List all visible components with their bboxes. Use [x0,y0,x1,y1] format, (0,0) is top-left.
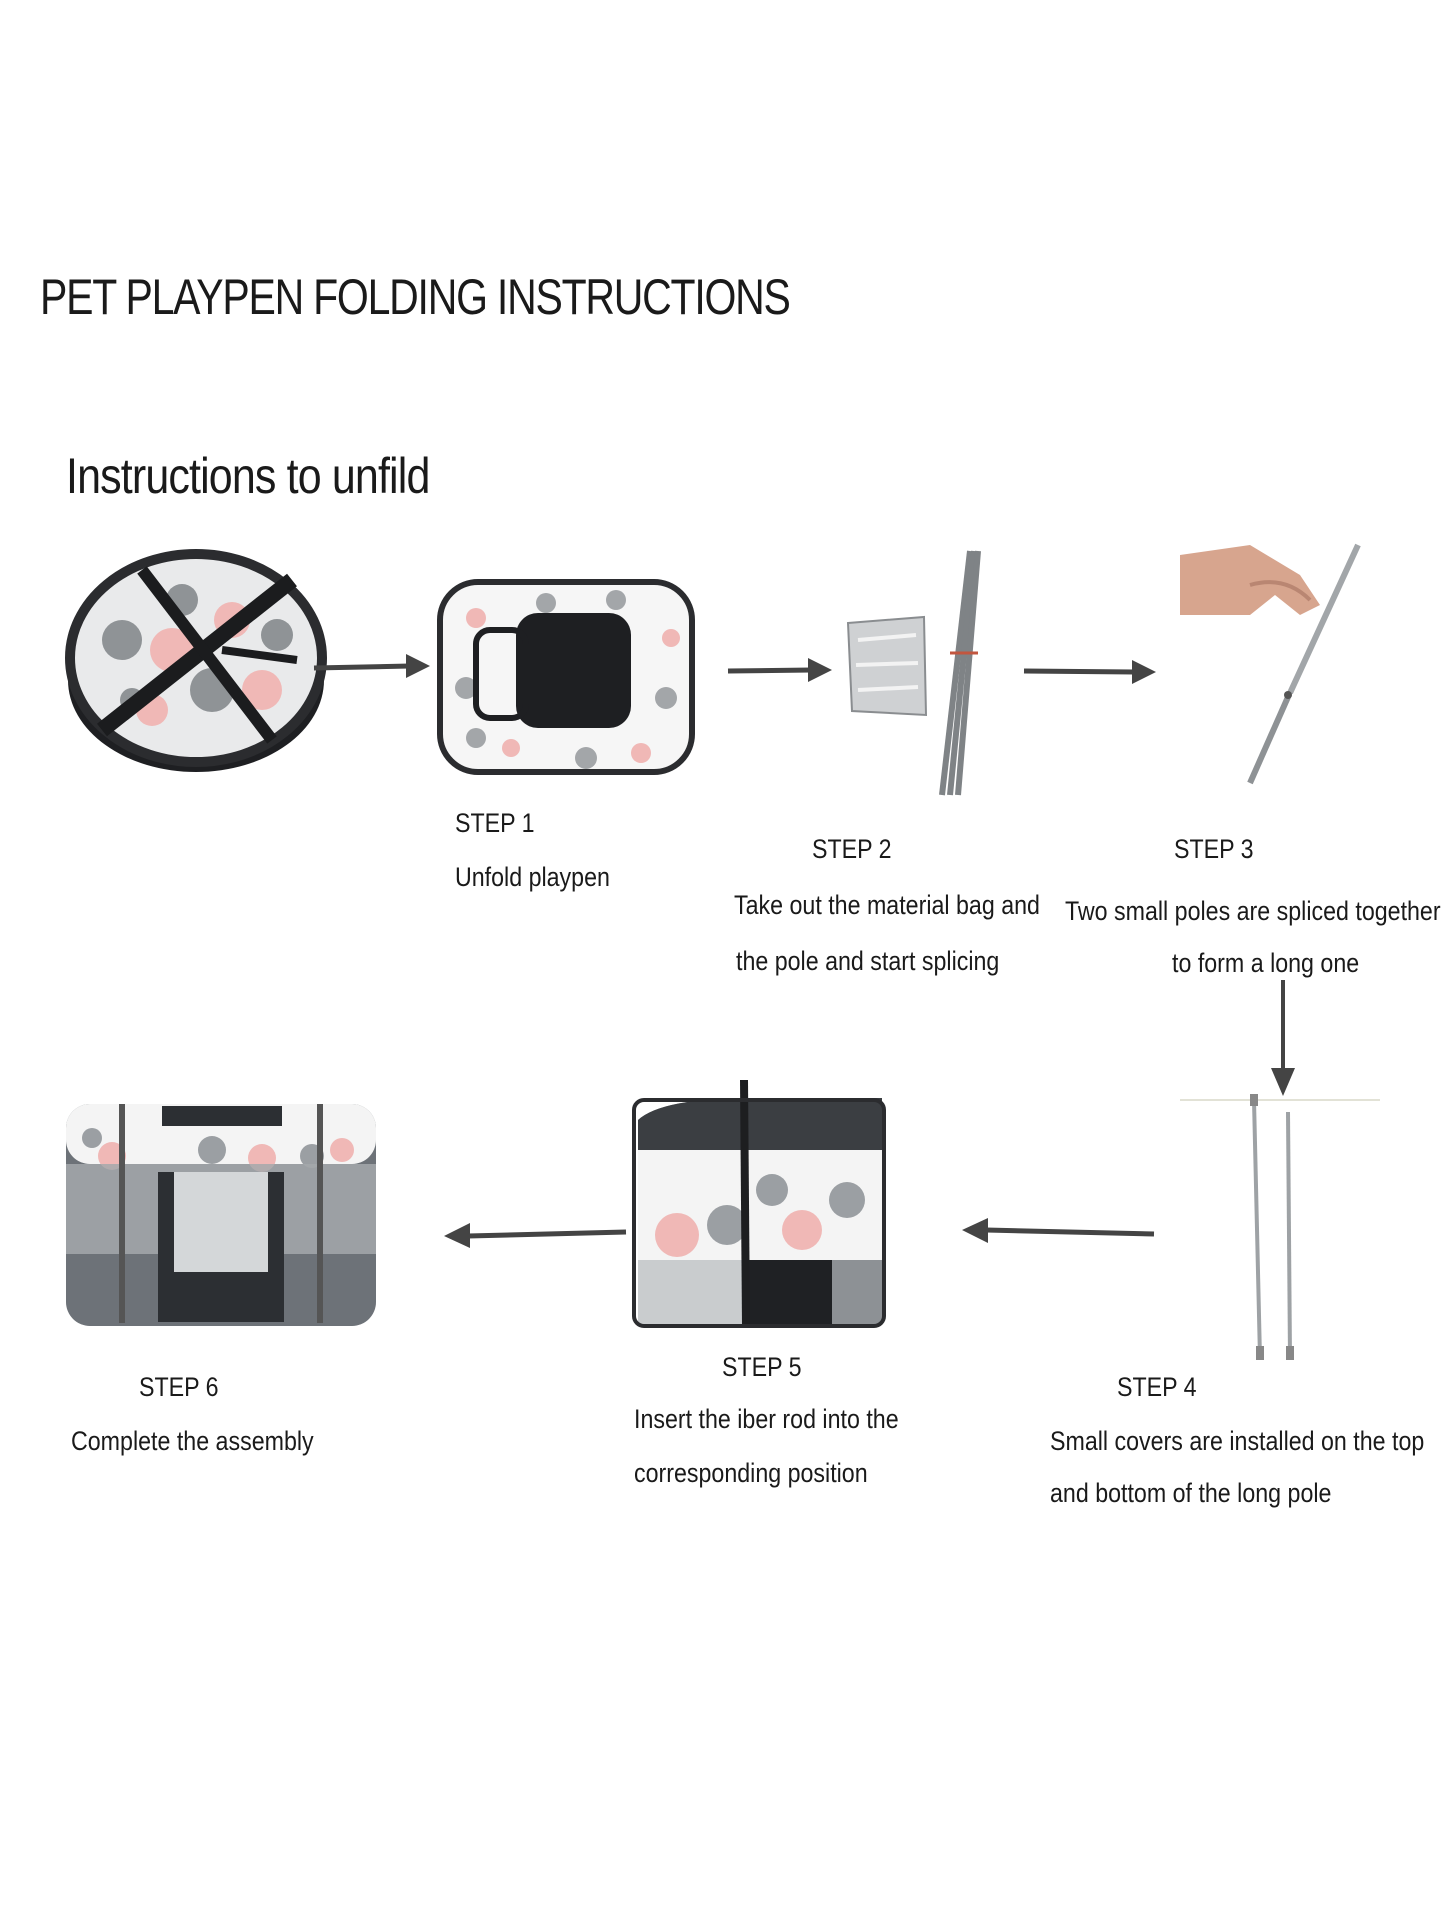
step-1-label: STEP 1 [455,808,535,838]
step-2-label: STEP 2 [812,834,892,864]
step-2-description-line-2: the pole and start splicing [736,946,1000,976]
step-4-description-line-2: and bottom of the long pole [1050,1478,1332,1508]
arrow-right-icon [313,654,430,678]
step-4-label: STEP 4 [1117,1372,1197,1402]
arrow-left-icon [444,1223,627,1248]
step-2-description-line-1: Take out the material bag and [734,890,1040,920]
covered-poles-image [1180,1094,1380,1360]
unfolded-playpen-image [437,579,695,775]
step-5-label: STEP 5 [722,1352,802,1382]
page-title: PET PLAYPEN FOLDING INSTRUCTIONS [40,269,791,325]
step-3-label: STEP 3 [1174,834,1254,864]
material-bag-and-poles-image [846,550,981,796]
arrow-left-icon [962,1218,1155,1243]
inserting-rod-playpen-image [632,1079,886,1328]
hand-splicing-poles-image [1180,543,1361,785]
step-3-description-line-1: Two small poles are spliced together [1065,896,1441,926]
step-6-label: STEP 6 [139,1372,219,1402]
step-4-description-line-1: Small covers are installed on the top [1050,1426,1425,1456]
step-3-description-line-2: to form a long one [1172,948,1360,978]
arrow-down-icon [1271,980,1295,1096]
step-1-description: Unfold playpen [455,862,610,892]
arrow-right-icon [1023,660,1156,684]
step-5-description-line-1: Insert the iber rod into the [634,1404,899,1434]
step-5-description-line-2: corresponding position [634,1458,868,1488]
section-subtitle: Instructions to unfild [66,448,430,504]
arrow-right-icon [727,658,832,682]
assembled-playpen-image [66,1104,376,1326]
step-6-description: Complete the assembly [71,1426,314,1456]
folded-playpen-image [65,549,327,772]
